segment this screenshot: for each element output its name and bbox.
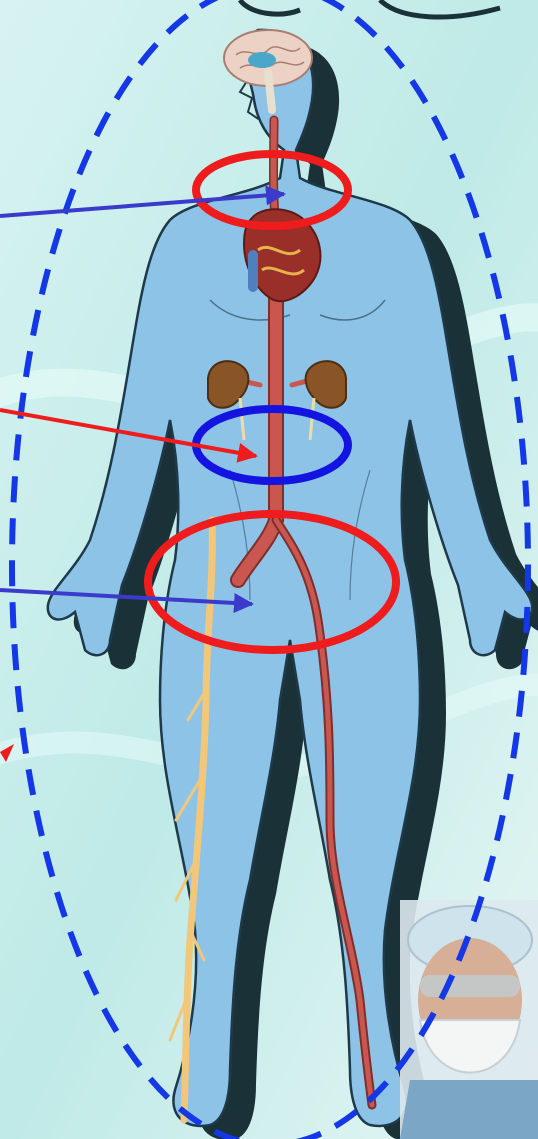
surgeon-photo <box>400 900 538 1139</box>
